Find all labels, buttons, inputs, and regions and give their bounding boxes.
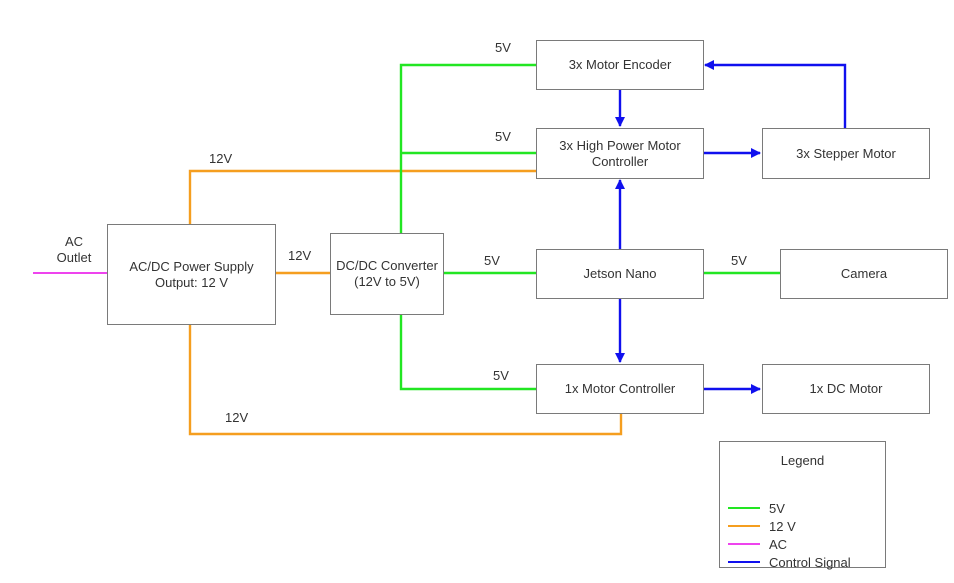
legend-item-12v: 12 V: [728, 518, 796, 534]
block-camera: Camera: [780, 249, 948, 299]
legend-item-5v: 5V: [728, 500, 785, 516]
legend-swatch: [728, 525, 760, 527]
label-5v-motor-controller: 5V: [493, 368, 509, 383]
block-dc-motor: 1x DC Motor: [762, 364, 930, 414]
signal-stepper-to-encoder: [703, 59, 847, 128]
wire-12v-acdc-motor-controller: [188, 324, 623, 436]
block-motor-controller: 1x Motor Controller: [536, 364, 704, 414]
block-acdc-power-supply: AC/DC Power Supply Output: 12 V: [107, 224, 276, 325]
legend-swatch: [728, 507, 760, 509]
block-label: 1x Motor Controller: [564, 381, 676, 396]
block-dcdc-converter: DC/DC Converter (12V to 5V): [330, 233, 444, 315]
block-jetson-nano: Jetson Nano: [536, 249, 704, 299]
label-ac-outlet: AC Outlet: [56, 234, 92, 265]
block-label: 3x Motor Encoder: [568, 57, 672, 72]
block-label: Camera: [840, 266, 888, 281]
label-5v-jetson: 5V: [484, 253, 500, 268]
block-label: 3x Stepper Motor: [796, 145, 896, 161]
block-label: 3x High Power Motor Controller: [559, 137, 681, 169]
block-label: DC/DC Converter (12V to 5V): [336, 258, 438, 289]
block-label: Jetson Nano: [583, 266, 657, 281]
legend: Legend 5V 12 V AC Control Signal: [719, 441, 886, 570]
legend-item-ac: AC: [728, 536, 787, 552]
block-label: AC/DC Power Supply Output: 12 V: [129, 258, 254, 290]
label-5v-hp-controller: 5V: [495, 129, 511, 144]
wire-5v-dcdc-encoder: [399, 63, 536, 233]
legend-item-control-signal: Control Signal: [728, 554, 851, 570]
block-motor-encoder: 3x Motor Encoder: [536, 40, 704, 90]
legend-label: 5V: [769, 500, 785, 516]
legend-swatch: [728, 543, 760, 545]
legend-label: AC: [769, 536, 788, 552]
block-stepper-motor: 3x Stepper Motor: [762, 128, 930, 179]
label-12v-acdc-dcdc: 12V: [288, 248, 312, 263]
legend-title: Legend: [780, 453, 825, 468]
label-5v-camera: 5V: [731, 253, 747, 268]
label-5v-encoder: 5V: [495, 40, 511, 55]
wire-12v-acdc-hp-controller: [188, 169, 536, 224]
label-12v-bottom: 12V: [225, 410, 249, 425]
legend-label: 12 V: [769, 518, 796, 534]
wire-5v-dcdc-motor-controller: [399, 314, 536, 391]
block-label: 1x DC Motor: [809, 381, 883, 396]
legend-swatch: [728, 561, 760, 563]
legend-label: Control Signal: [769, 554, 851, 570]
label-12v-top: 12V: [209, 151, 233, 166]
block-high-power-motor-controller: 3x High Power Motor Controller: [536, 128, 704, 179]
